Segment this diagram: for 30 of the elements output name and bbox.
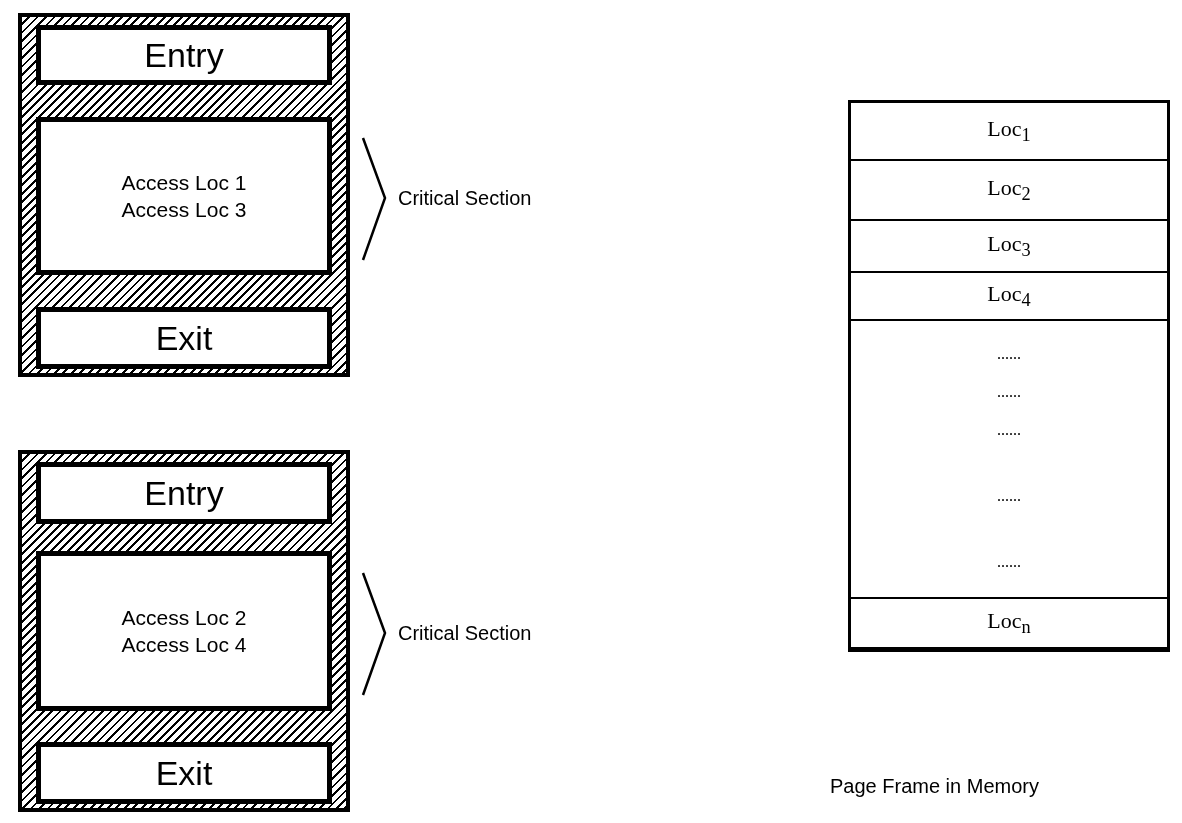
ellipsis-text: ...... <box>997 382 1021 402</box>
hatched-frame <box>18 13 350 377</box>
annotation-text: Critical Section <box>398 622 532 645</box>
caption-text: Page Frame in Memory <box>830 775 1039 798</box>
cell-text: Exit <box>155 318 213 358</box>
cell-text: Access Loc 1 <box>121 170 247 196</box>
cell-text: Loc$_{4}$ <box>987 280 1031 312</box>
critical-section-box <box>36 117 332 275</box>
cell-text: Entry <box>144 35 224 75</box>
critical-section-box <box>36 551 332 711</box>
cell-text: Loc$_{1}$ <box>987 115 1031 147</box>
exit-box <box>36 742 332 804</box>
cell-text: Access Loc 3 <box>121 197 247 223</box>
cell-text: Loc$_{2}$ <box>987 174 1031 206</box>
hatched-frame <box>18 450 350 812</box>
cell-text: Loc$_{3}$ <box>987 230 1031 262</box>
ellipsis-text: ...... <box>997 486 1021 506</box>
cell-text: Access Loc 2 <box>121 605 247 631</box>
cell-text: Exit <box>155 753 213 793</box>
memory-table <box>848 100 1170 652</box>
exit-box <box>36 307 332 369</box>
entry-box <box>36 25 332 85</box>
ellipsis-text: ...... <box>997 344 1021 364</box>
ellipsis-text: ...... <box>997 552 1021 572</box>
ellipsis-text: ...... <box>997 420 1021 440</box>
cell-text: Entry <box>144 473 224 513</box>
cell-text: Access Loc 4 <box>121 632 247 658</box>
annotation-text: Critical Section <box>398 187 532 210</box>
entry-box <box>36 462 332 524</box>
cell-text: Loc$_{n}$ <box>987 607 1031 639</box>
